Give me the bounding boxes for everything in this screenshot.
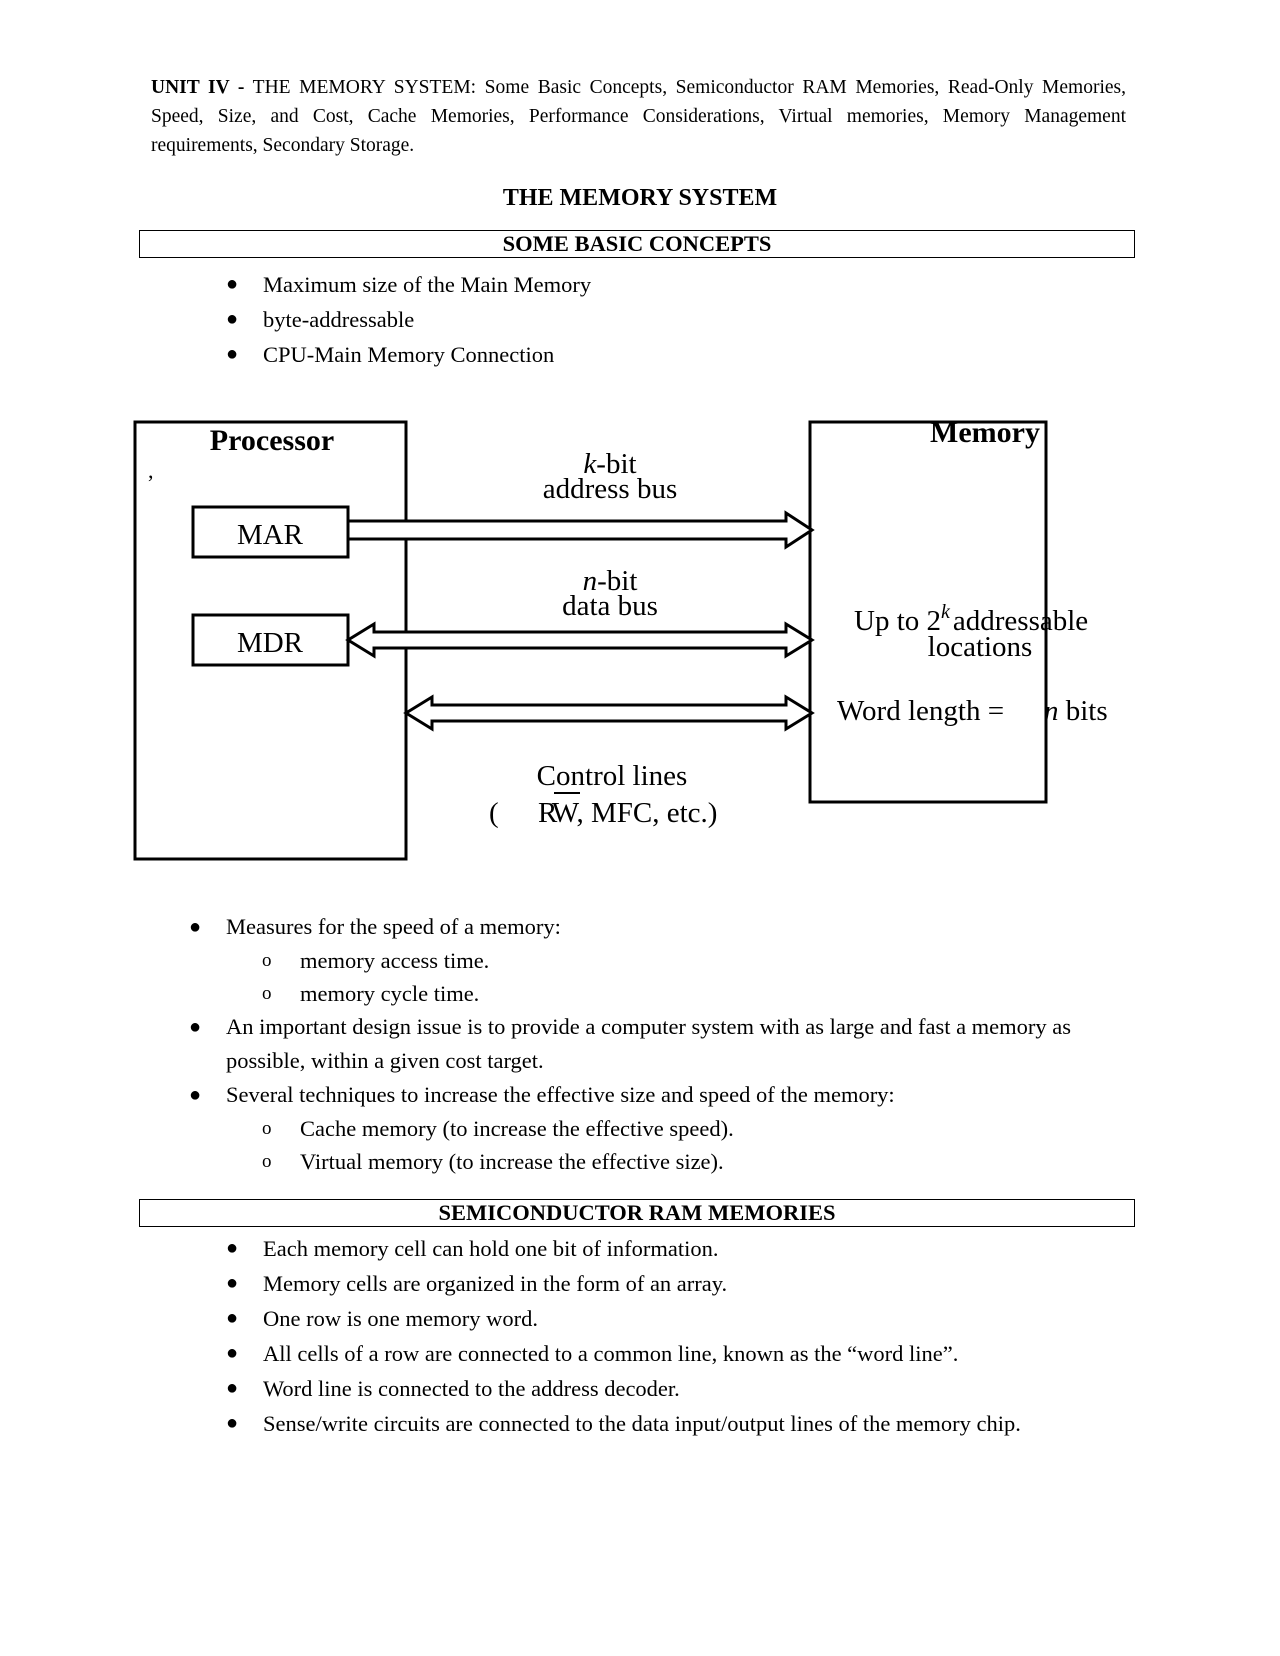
bullet-icon: ● [226,1272,239,1294]
control-signals-label: RW, MFC, etc.) [538,797,717,829]
bullet-icon: ● [226,308,239,330]
bullet-icon: ● [226,1377,239,1399]
list-item: ●Each memory cell can hold one bit of in… [226,1231,1021,1266]
list-item: ●Measures for the speed of a memory: [189,910,1126,944]
cpu-memory-connection-diagram: Processor , MAR MDR Memory k-bit address… [133,416,1108,861]
bullet-icon: ● [226,273,239,295]
bullet-icon: ● [226,1342,239,1364]
list-item: ●Maximum size of the Main Memory [226,267,591,302]
bullet-icon: ● [226,1307,239,1329]
mar-label: MAR [237,519,304,551]
page-title: THE MEMORY SYSTEM [502,185,778,211]
mdr-label: MDR [237,627,304,659]
circle-bullet-icon: o [262,1151,272,1172]
list-item: ●Sense/write circuits are connected to t… [226,1406,1021,1441]
section-heading-basic-concepts: SOME BASIC CONCEPTS [139,230,1135,258]
list-item: ●byte-addressable [226,302,591,337]
data-bus-label: data bus [562,590,658,622]
bullet-icon: ● [226,1237,239,1259]
circle-bullet-icon: o [262,950,272,971]
bullet-icon: ● [226,1412,239,1434]
word-length-value: n bits [1044,695,1108,727]
control-lines-label: Control lines [537,760,688,792]
w-with-overbar: W [552,797,580,829]
unit-intro: UNIT IV - THE MEMORY SYSTEM: Some Basic … [151,73,1126,160]
list-item: ●One row is one memory word. [226,1301,1021,1336]
unit-label: UNIT IV - [151,77,245,98]
data-bus-arrow [345,621,815,659]
section-heading-ram-memories: SEMICONDUCTOR RAM MEMORIES [139,1199,1135,1227]
processor-label: Processor [210,424,334,457]
memory-box [808,420,1048,804]
list-item: ●Several techniques to increase the effe… [189,1078,1126,1112]
control-open-paren: ( [489,797,499,829]
basic-concepts-list: ●Maximum size of the Main Memory ●byte-a… [226,267,591,372]
list-item: ●Word line is connected to the address d… [226,1371,1021,1406]
bullet-icon: ● [189,1084,202,1106]
circle-bullet-icon: o [262,1118,272,1139]
data-bus-width-label: n-bit [583,565,638,597]
bullet-icon: ● [189,916,202,938]
address-bus-label: address bus [543,473,678,505]
locations-label: locations [928,631,1033,663]
stray-mark: , [148,458,154,483]
control-lines-arrow [403,694,815,732]
list-item: ●CPU-Main Memory Connection [226,337,591,372]
list-item: ●Memory cells are organized in the form … [226,1266,1021,1301]
list-item: ●An important design issue is to provide… [189,1010,1126,1078]
address-bus-arrow [346,510,815,550]
list-item: ●All cells of a row are connected to a c… [226,1336,1021,1371]
bullet-icon: ● [189,1016,202,1038]
address-bus-width-label: k-bit [583,448,636,480]
circle-bullet-icon: o [262,983,272,1004]
ram-memories-list: ●Each memory cell can hold one bit of in… [226,1231,1021,1441]
word-length-label: Word length = [837,695,1004,727]
memory-label: Memory [930,416,1040,449]
unit-intro-text: THE MEMORY SYSTEM: Some Basic Concepts, … [151,77,1126,156]
bullet-icon: ● [226,343,239,365]
